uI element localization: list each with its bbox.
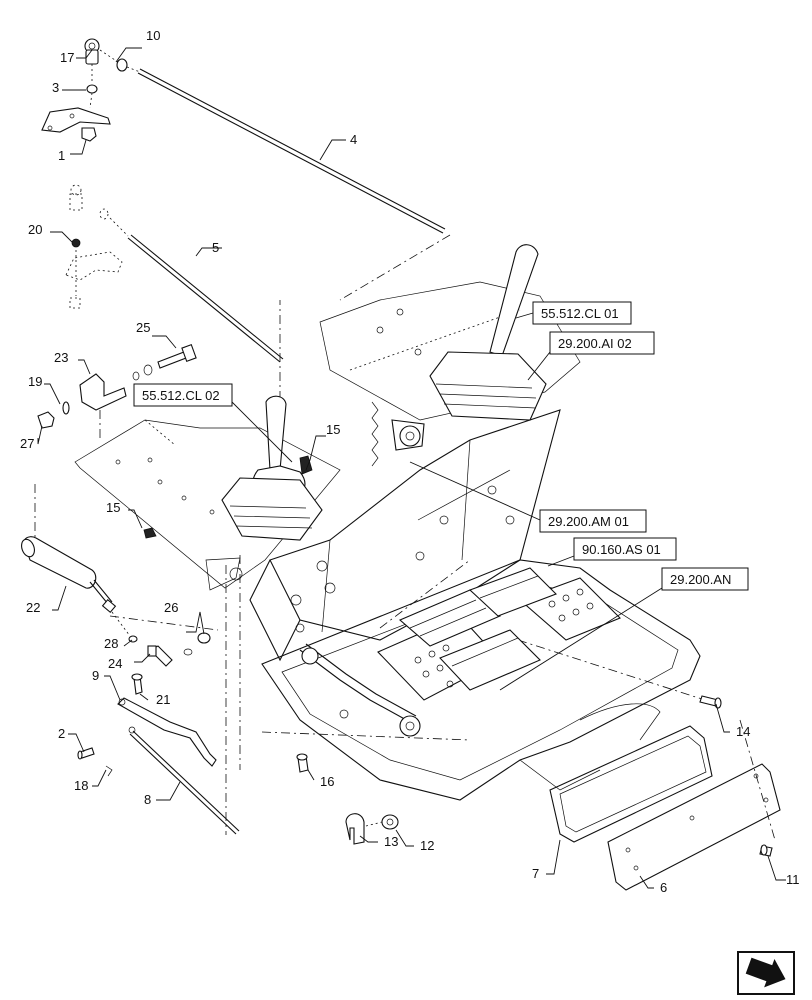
- ghost-rod-end: [69, 184, 129, 237]
- callout-15-lower: 15: [106, 500, 120, 515]
- clip-18: [105, 765, 113, 777]
- bracket-upper: [41, 107, 111, 133]
- pedal-linkage: [299, 643, 421, 737]
- construction-lines: [34, 234, 776, 841]
- washer-19: [62, 401, 70, 415]
- nut-20: [71, 238, 81, 248]
- pedal-grips: [398, 567, 557, 691]
- gas-spring-22: [21, 536, 131, 637]
- callout-25: 25: [136, 320, 150, 335]
- callout-8: 8: [144, 792, 151, 807]
- callout-17: 17: [60, 50, 74, 65]
- nut-12: [365, 814, 399, 830]
- part-15-lower: [143, 527, 157, 539]
- callout-13: 13: [384, 834, 398, 849]
- part-15-upper: [299, 455, 313, 475]
- spring: [371, 401, 425, 467]
- callout-19: 19: [28, 374, 42, 389]
- callout-15-upper: 15: [326, 422, 340, 437]
- nut-10: [116, 58, 141, 73]
- bolt-16: [296, 753, 309, 773]
- callout-27: 27: [20, 436, 34, 451]
- reference-55-512-cl-02[interactable]: 55.512.CL 02: [133, 383, 233, 407]
- reference-29-200-an-label: 29.200.AN: [670, 572, 731, 587]
- washer-26: [183, 632, 211, 656]
- reference-55-512-cl-02-label: 55.512.CL 02: [142, 388, 220, 403]
- callout-12: 12: [420, 838, 434, 853]
- callout-9: 9: [92, 668, 99, 683]
- rod-8: [128, 726, 240, 835]
- callout-20: 20: [28, 222, 42, 237]
- left-joystick: [221, 395, 323, 541]
- reference-55-512-cl-01-label: 55.512.CL 01: [541, 306, 619, 321]
- reference-29-200-ai-02-label: 29.200.AI 02: [558, 336, 632, 351]
- console-frame: [205, 409, 561, 662]
- callout-6: 6: [660, 880, 667, 895]
- pin-2: [77, 747, 95, 760]
- callout-7: 7: [532, 866, 539, 881]
- reference-29-200-am-01-label: 29.200.AM 01: [548, 514, 629, 529]
- next-page-arrow-icon[interactable]: [737, 951, 795, 995]
- clip-13: [345, 813, 365, 845]
- bolt-24: [147, 645, 173, 667]
- rod-5: [127, 234, 284, 363]
- callout-14: 14: [736, 724, 750, 739]
- callout-11: 11: [786, 872, 800, 887]
- nut-3: [86, 64, 98, 109]
- callout-3: 3: [52, 80, 59, 95]
- callout-16: 16: [320, 774, 334, 789]
- callout-23: 23: [54, 350, 68, 365]
- callout-leaders: [37, 47, 786, 889]
- callout-28: 28: [104, 636, 118, 651]
- nut-27: [37, 411, 55, 429]
- bolt-25: [132, 344, 197, 381]
- reference-29-200-an[interactable]: 29.200.AN: [661, 567, 749, 591]
- callout-2: 2: [58, 726, 65, 741]
- reference-90-160-as-01[interactable]: 90.160.AS 01: [573, 537, 677, 561]
- callout-5: 5: [212, 240, 219, 255]
- callout-4: 4: [350, 132, 357, 147]
- reference-leaders: [231, 312, 663, 691]
- ghost-bracket: [65, 250, 123, 309]
- bolt-21: [131, 673, 143, 695]
- callout-18: 18: [74, 778, 88, 793]
- left-control-plate: [74, 419, 341, 589]
- callout-10: 10: [146, 28, 160, 43]
- nut-1: [81, 127, 97, 142]
- right-control-plate: [319, 281, 581, 421]
- callout-24: 24: [108, 656, 122, 671]
- lever-9: [117, 697, 217, 767]
- rod-end-17: [84, 38, 119, 65]
- reference-29-200-am-01[interactable]: 29.200.AM 01: [539, 509, 647, 533]
- bracket-23: [79, 373, 127, 411]
- gasket-7: [549, 725, 713, 843]
- right-joystick: [429, 244, 547, 421]
- reference-55-512-cl-01[interactable]: 55.512.CL 01: [532, 301, 632, 325]
- cover-plate-6: [607, 763, 781, 891]
- callout-26: 26: [164, 600, 178, 615]
- reference-29-200-ai-02[interactable]: 29.200.AI 02: [549, 331, 655, 355]
- callout-21: 21: [156, 692, 170, 707]
- callout-22: 22: [26, 600, 40, 615]
- callout-1: 1: [58, 148, 65, 163]
- bolt-11: [759, 844, 773, 857]
- reference-90-160-as-01-label: 90.160.AS 01: [582, 542, 661, 557]
- callout-numbers: 17 10 3 1 4 20 5 25 23 19 27 15 15 22 26…: [20, 28, 800, 895]
- rod-4: [137, 68, 446, 234]
- bolt-14: [699, 695, 722, 709]
